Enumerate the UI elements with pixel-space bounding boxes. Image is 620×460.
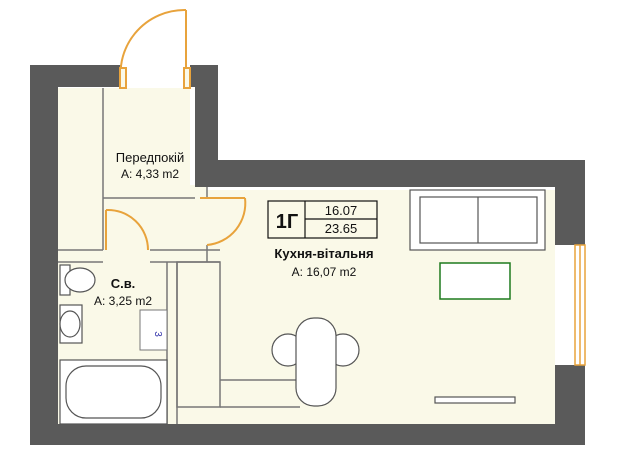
unit-living-area: 16.07 [325,203,358,218]
living-name: Кухня-вітальня [274,246,373,261]
bathroom-door [105,208,150,251]
wall-hall-right [195,65,218,183]
living-door [200,197,247,246]
wall-living-top [195,160,585,187]
sofa [409,189,546,251]
unit-box [267,200,378,239]
meter-box [139,309,168,351]
wall-left [30,65,58,445]
living-area: A: 16,07 m2 [292,265,357,279]
toilet [59,264,96,296]
dining-set [271,317,360,407]
entry-door [119,8,191,89]
unit-total-area: 23.65 [325,221,358,236]
tv-rug [439,262,511,300]
window-right [574,244,586,366]
bathtub [59,359,168,425]
hall-area: A: 4,33 m2 [121,167,179,181]
wall-top-left [30,65,122,87]
walls [30,65,585,445]
wall-bottom [30,424,585,445]
sink [59,304,83,344]
bath-name: С.в. [111,276,136,291]
meter-label: 3 [152,331,163,337]
unit-code: 1Г [276,211,298,233]
tv-stand [434,396,516,404]
wall-right-top [555,160,585,245]
hall-name: Передпокій [116,150,184,165]
bath-area: A: 3,25 m2 [94,294,152,308]
